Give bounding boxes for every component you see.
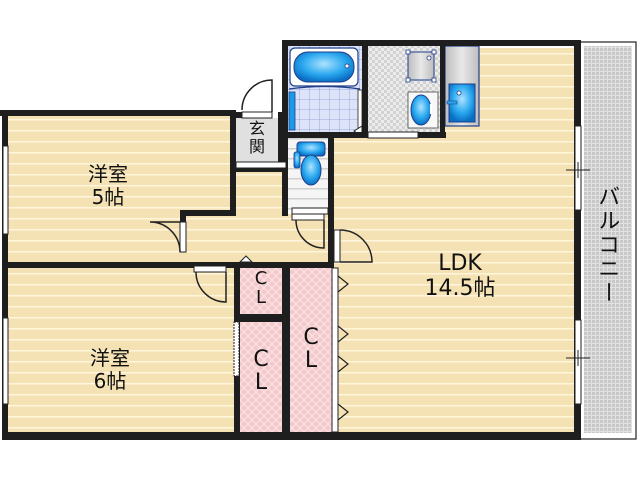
shower-icon xyxy=(288,91,296,131)
closet-left-label-line2: L xyxy=(254,370,268,396)
western-room-1-size: 5帖 xyxy=(91,185,125,209)
walls xyxy=(0,40,581,440)
closet-right-label-line1: C xyxy=(303,325,319,350)
ldk-size: 14.5帖 xyxy=(424,276,496,302)
kitchen-sink xyxy=(444,45,480,127)
entrance-door xyxy=(235,79,287,169)
western-room-2-name: 洋室 xyxy=(90,346,130,370)
doors xyxy=(149,213,373,433)
closet-small-label-line1: C xyxy=(254,268,268,289)
closet-left-label: C L xyxy=(248,348,274,394)
closet-right-label: C L xyxy=(298,326,324,372)
bathtub-icon xyxy=(293,51,355,83)
entrance-step-floor xyxy=(236,172,286,214)
closet-small-area xyxy=(240,268,282,314)
closet-small-label-line2: L xyxy=(255,286,267,308)
toilet-bowl-icon xyxy=(300,154,322,186)
bathroom xyxy=(288,46,363,137)
western-room-2-size: 6帖 xyxy=(93,369,127,393)
window-marks xyxy=(566,162,590,366)
balcony-label: バルコニー xyxy=(594,185,620,305)
entrance-label: 玄関 xyxy=(248,119,265,156)
western-room-2-floor xyxy=(8,268,234,432)
western-room-1-label: 洋室 5帖 xyxy=(78,163,138,209)
balcony xyxy=(579,41,637,440)
western-room-2-label: 洋室 6帖 xyxy=(80,347,140,393)
western-room-1-name: 洋室 xyxy=(88,162,128,186)
hallway-floor xyxy=(183,214,333,266)
closet-right-area xyxy=(290,268,332,432)
toilet xyxy=(288,138,334,215)
ldk-name: LDK xyxy=(438,251,482,276)
ldk-label: LDK 14.5帖 xyxy=(405,251,515,302)
closet-right-label-line2: L xyxy=(304,348,318,374)
toilet-tank-icon xyxy=(296,141,326,157)
closet-left-label-line1: C xyxy=(253,347,269,372)
washbasin-icon xyxy=(410,94,432,126)
closet-small-label: C L xyxy=(248,268,274,308)
closet-left-area xyxy=(240,322,282,432)
washroom xyxy=(367,46,442,139)
